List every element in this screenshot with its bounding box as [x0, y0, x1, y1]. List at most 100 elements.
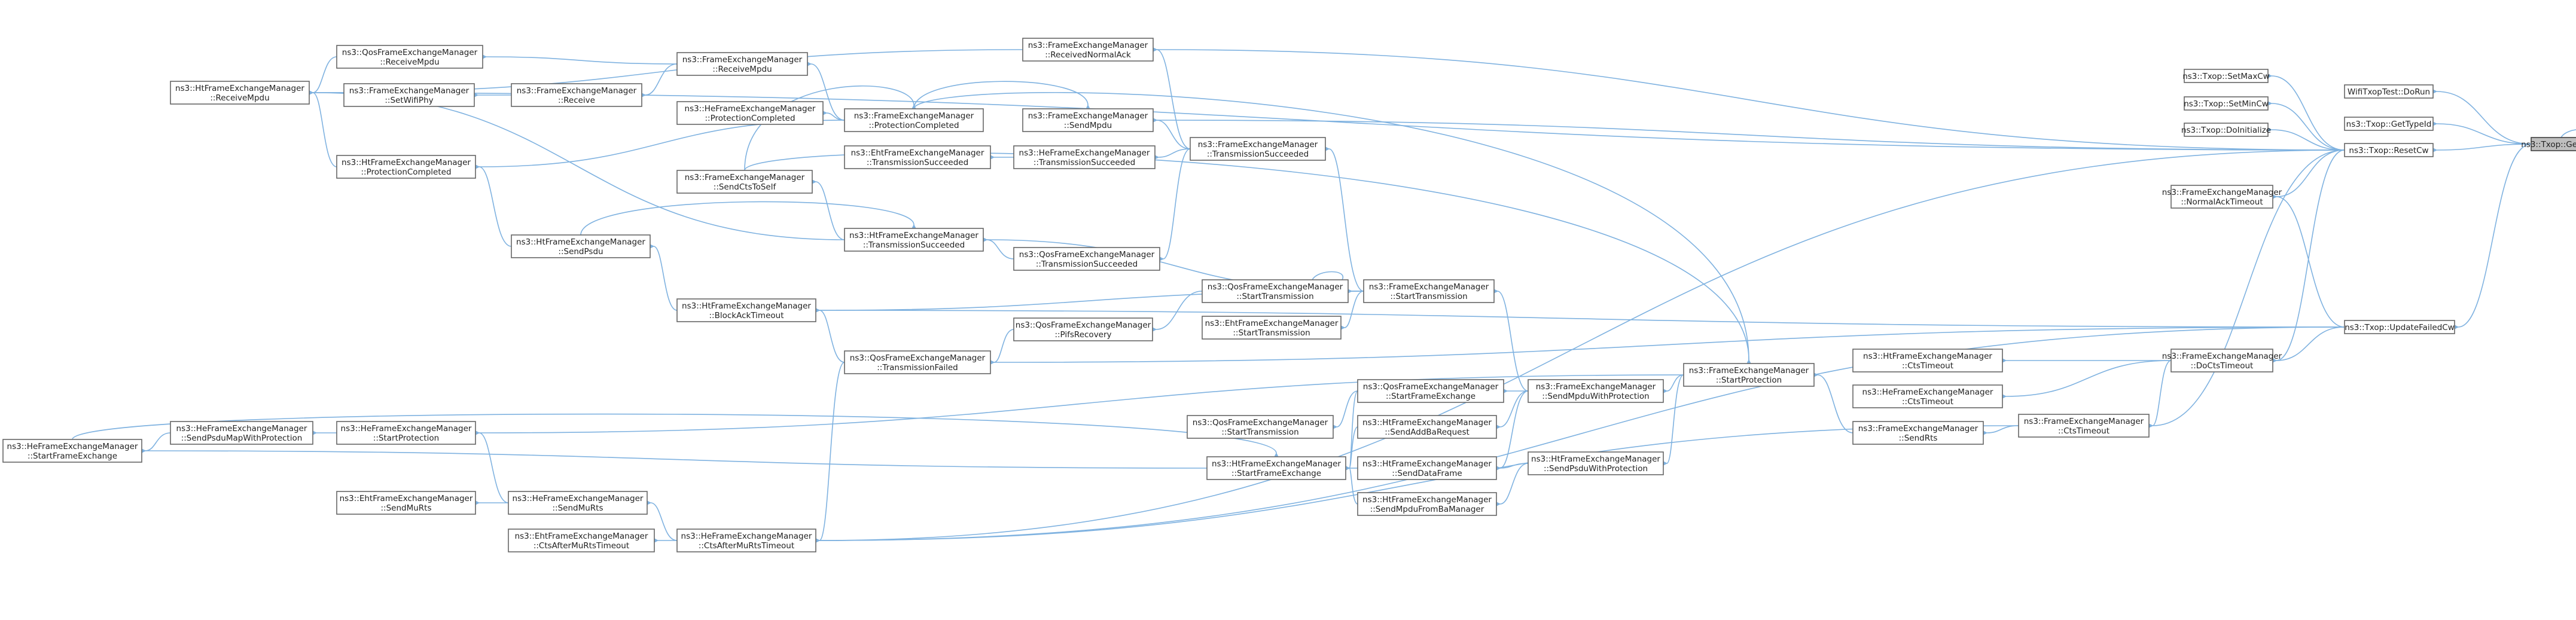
- node-box: [1363, 279, 1495, 303]
- edge-qostransmissionfailed-to-qospifsrecovery: [987, 329, 1014, 366]
- node-htblockacktimeout[interactable]: ns3::HtFrameExchangeManager::BlockAckTim…: [676, 298, 816, 322]
- node-fesendmpdu[interactable]: ns3::FrameExchangeManager::SendMpdu: [1022, 108, 1154, 132]
- node-sendmpduwithprotection[interactable]: ns3::FrameExchangeManager::SendMpduWithP…: [1528, 379, 1664, 403]
- node-resetcw[interactable]: ns3::Txop::ResetCw: [2344, 143, 2434, 157]
- node-qostransmissionsucceeded[interactable]: ns3::QosFrameExchangeManager::Transmissi…: [1013, 247, 1160, 271]
- node-doctstimeout[interactable]: ns3::FrameExchangeManager::DoCtsTimeout: [2162, 349, 2282, 372]
- node-hestartframeexchange[interactable]: ns3::HeFrameExchangeManager::StartFrameE…: [2, 439, 142, 463]
- node-box: [511, 83, 642, 107]
- node-htsendmpdufrombamanager[interactable]: ns3::HtFrameExchangeManager::SendMpduFro…: [1357, 492, 1497, 516]
- node-htprotectioncompleted[interactable]: ns3::HtFrameExchangeManager::ProtectionC…: [336, 155, 476, 179]
- node-label: ::StartFrameExchange: [28, 451, 117, 461]
- node-box: [2184, 69, 2269, 83]
- node-label: ::SendPsduMapWithProtection: [181, 433, 303, 443]
- node-label: ns3::FrameExchangeManager: [2024, 417, 2144, 426]
- edge-fetransmissionsucceeded-to-festarttransmission: [1322, 145, 1364, 292]
- node-fereceivednormalack[interactable]: ns3::FrameExchangeManager::ReceivedNorma…: [1022, 38, 1154, 62]
- node-htreceivempdu[interactable]: ns3::HtFrameExchangeManager::ReceiveMpdu: [170, 81, 310, 105]
- node-qosstartframeexchange[interactable]: ns3::QosFrameExchangeManager::StartFrame…: [1357, 379, 1504, 403]
- node-label: ::ReceiveMpdu: [210, 93, 269, 103]
- node-label: ns3::HtFrameExchangeManager: [1863, 352, 1992, 361]
- edge-htstartframeexchange-to-htsendaddbarequest: [1342, 426, 1358, 472]
- node-label: ns3::HeFrameExchangeManager: [7, 442, 138, 451]
- node-label: ns3::HtFrameExchangeManager: [1362, 459, 1492, 469]
- node-label: ns3::FrameExchangeManager: [1028, 41, 1148, 50]
- node-fereceive[interactable]: ns3::FrameExchangeManager::Receive: [511, 83, 642, 107]
- node-label: ns3::HtFrameExchangeManager: [175, 84, 304, 93]
- node-ehtsendmurts[interactable]: ns3::EhtFrameExchangeManager::SendMuRts: [336, 491, 476, 515]
- node-wifitxoptest[interactable]: WifiTxopTest::DoRun: [2344, 84, 2434, 99]
- node-ehtstarttransmission[interactable]: ns3::EhtFrameExchangeManager::StartTrans…: [1202, 316, 1342, 340]
- node-heprotectioncompleted[interactable]: ns3::HeFrameExchangeManager::ProtectionC…: [676, 101, 824, 125]
- node-httransmissionsucceeded[interactable]: ns3::HtFrameExchangeManager::Transmissio…: [844, 228, 984, 252]
- edge-festarttransmission-to-sendmpduwithprotection: [1490, 287, 1529, 392]
- node-startprotection[interactable]: ns3::FrameExchangeManager::StartProtecti…: [1683, 363, 1815, 387]
- edge-qospifsrecovery-to-qosstarttransmission: [1149, 291, 1203, 334]
- node-box: [1528, 451, 1664, 475]
- node-gettypeid[interactable]: ns3::Txop::GetTypeId: [2344, 117, 2434, 131]
- node-hectsaftermurtstimeout[interactable]: ns3::HeFrameExchangeManager::CtsAfterMuR…: [676, 529, 816, 552]
- node-qosreceivempdu[interactable]: ns3::QosFrameExchangeManager::ReceiveMpd…: [336, 45, 483, 69]
- node-label: ns3::QosFrameExchangeManager: [1208, 282, 1343, 292]
- node-box: [1022, 38, 1154, 62]
- node-box: [2531, 137, 2576, 151]
- node-label: ns3::FrameExchangeManager: [1369, 282, 1489, 292]
- node-htsenddataframe[interactable]: ns3::HtFrameExchangeManager::SendDataFra…: [1357, 456, 1497, 480]
- node-qosstarttransmission[interactable]: ns3::QosFrameExchangeManager::StartTrans…: [1202, 279, 1349, 303]
- node-label: ::TransmissionFailed: [877, 363, 958, 372]
- node-label: ns3::Txop::SetMinCw: [2184, 99, 2269, 109]
- node-label: ::SetWifiPhy: [385, 96, 433, 105]
- node-fetransmissionsucceeded[interactable]: ns3::FrameExchangeManager::TransmissionS…: [1190, 137, 1326, 161]
- nodes: ns3::Txop::GetMinCwWifiTxopTest::DoRunns…: [2, 38, 2576, 552]
- node-qosstarttransmission2[interactable]: ns3::QosFrameExchangeManager::StartTrans…: [1187, 415, 1334, 439]
- node-label: ns3::EhtFrameExchangeManager: [340, 494, 473, 503]
- node-hestartprotection[interactable]: ns3::HeFrameExchangeManager::StartProtec…: [336, 421, 476, 445]
- node-htsendaddbarequest[interactable]: ns3::HtFrameExchangeManager::SendAddBaRe…: [1357, 415, 1497, 439]
- node-label: ns3::Txop::DoInitialize: [2181, 126, 2271, 135]
- node-fesendctstoself[interactable]: ns3::FrameExchangeManager::SendCtsToSelf: [676, 170, 813, 194]
- node-fectstimeout[interactable]: ns3::FrameExchangeManager::CtsTimeout: [2018, 414, 2150, 438]
- node-label: ns3::QosFrameExchangeManager: [1016, 320, 1151, 330]
- node-hesendmurts[interactable]: ns3::HeFrameExchangeManager::SendMuRts: [508, 491, 648, 515]
- node-updatefailedcw[interactable]: ns3::Txop::UpdateFailedCw: [2344, 320, 2455, 334]
- node-hetransmissionsucceeded[interactable]: ns3::HeFrameExchangeManager::Transmissio…: [1013, 145, 1156, 169]
- node-label: ns3::HeFrameExchangeManager: [1019, 148, 1150, 158]
- node-setmaxcw[interactable]: ns3::Txop::SetMaxCw: [2182, 69, 2270, 83]
- node-doinitialize[interactable]: ns3::Txop::DoInitialize: [2181, 123, 2271, 137]
- node-qospifsrecovery[interactable]: ns3::QosFrameExchangeManager::PifsRecove…: [1013, 317, 1153, 341]
- node-hectstimeout[interactable]: ns3::HeFrameExchangeManager::CtsTimeout: [1852, 384, 2003, 408]
- node-label: ::StartTransmission: [1221, 427, 1298, 437]
- node-fereceivempdu[interactable]: ns3::FrameExchangeManager::ReceiveMpdu: [676, 52, 808, 76]
- node-normalacktimeout[interactable]: ns3::FrameExchangeManager::NormalAckTime…: [2162, 185, 2282, 209]
- node-sendrts[interactable]: ns3::FrameExchangeManager::SendRts: [1852, 421, 1984, 445]
- node-box: [2170, 349, 2273, 372]
- node-label: ::BlockAckTimeout: [709, 311, 784, 320]
- node-htctstimeout[interactable]: ns3::HtFrameExchangeManager::CtsTimeout: [1852, 349, 2003, 372]
- node-festarttransmission[interactable]: ns3::FrameExchangeManager::StartTransmis…: [1363, 279, 1495, 303]
- node-setmincw[interactable]: ns3::Txop::SetMinCw: [2184, 96, 2269, 111]
- edge-setmaxcw-to-resetcw: [2264, 72, 2345, 151]
- edge-fereceivednormalack-to-resetcw: [1150, 45, 2345, 151]
- node-label: ::SendMuRts: [380, 503, 431, 513]
- node-box: [170, 81, 310, 105]
- node-feprotectioncompleted[interactable]: ns3::FrameExchangeManager::ProtectionCom…: [844, 108, 984, 132]
- edge-fesendmpdu-to-fetransmissionsucceeded: [1150, 116, 1191, 149]
- node-label: ::DoCtsTimeout: [2191, 361, 2254, 371]
- node-label: ::SendMpduFromBaManager: [1370, 505, 1484, 514]
- edge-htstartframeexchange-to-htsendmpdufrombamanager: [1342, 464, 1358, 505]
- edge-ehtstarttransmission-to-festarttransmission: [1337, 291, 1364, 332]
- node-ehttransmissionsucceeded[interactable]: ns3::EhtFrameExchangeManager::Transmissi…: [844, 145, 991, 169]
- node-htsendpsdu[interactable]: ns3::HtFrameExchangeManager::SendPsdu: [511, 234, 651, 258]
- node-qostransmissionfailed[interactable]: ns3::QosFrameExchangeManager::Transmissi…: [844, 350, 991, 374]
- node-label: ::TransmissionSucceeded: [867, 158, 968, 167]
- node-htstartframeexchange[interactable]: ns3::HtFrameExchangeManager::StartFrameE…: [1206, 456, 1346, 480]
- node-box: [2344, 143, 2434, 157]
- node-label: ns3::HtFrameExchangeManager: [682, 301, 811, 311]
- node-fesetwifiphy[interactable]: ns3::FrameExchangeManager::SetWifiPhy: [343, 83, 475, 107]
- edge-hetransmissionsucceeded-to-fetransmissionsucceeded: [1151, 148, 1191, 161]
- node-sendpsduwithprotection[interactable]: ns3::HtFrameExchangeManager::SendPsduWit…: [1528, 451, 1664, 475]
- node-hesendpsdumapwithprotection[interactable]: ns3::HeFrameExchangeManager::SendPsduMap…: [170, 421, 313, 445]
- node-getmincw[interactable]: ns3::Txop::GetMinCw: [2521, 137, 2576, 151]
- node-ehtctsaftermurtstimeout[interactable]: ns3::EhtFrameExchangeManager::CtsAfterMu…: [508, 529, 655, 552]
